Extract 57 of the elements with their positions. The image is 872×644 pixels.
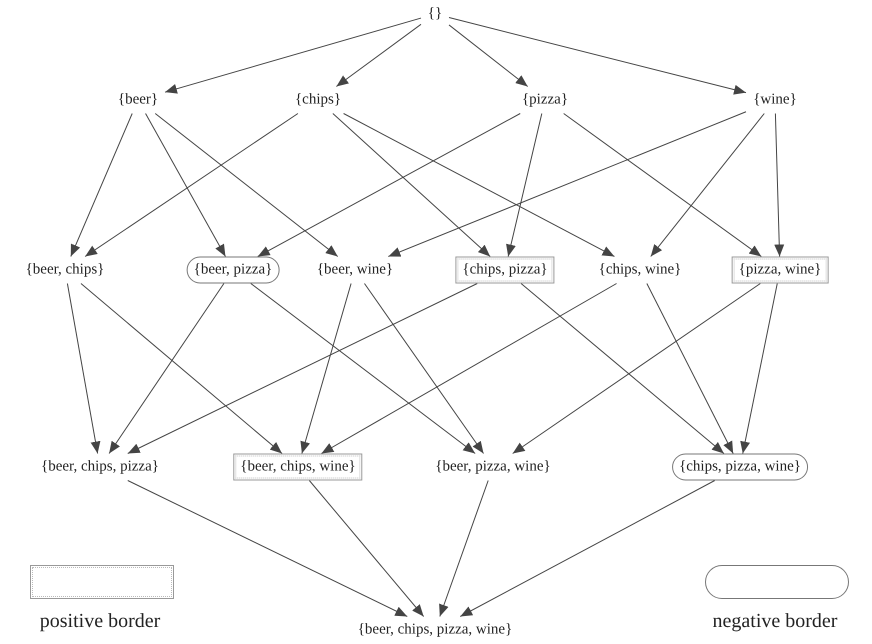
arrow — [70, 113, 133, 257]
arrow — [364, 283, 484, 454]
arrow — [439, 480, 489, 617]
arrow — [332, 113, 491, 257]
positive-border-box — [233, 454, 363, 480]
positive-border-box — [455, 256, 555, 284]
arrow — [257, 113, 521, 257]
itemset-label: {beer, chips, pizza} — [34, 454, 166, 480]
arrow — [506, 113, 542, 257]
arrow — [300, 283, 352, 454]
rounded-legend-sample — [705, 565, 849, 599]
legend-label: positive border — [40, 610, 160, 633]
arrow — [388, 111, 746, 257]
arrow — [80, 283, 283, 454]
arrow — [336, 24, 422, 87]
itemset-label: {beer, chips, wine} — [240, 458, 356, 474]
rectangle-legend-sample — [30, 565, 174, 599]
arrow — [250, 283, 476, 454]
arrow — [646, 283, 734, 454]
arrow — [320, 283, 618, 454]
arrow — [127, 283, 478, 454]
arrow — [740, 283, 778, 454]
arrow — [154, 113, 338, 257]
legend-label: negative border — [712, 610, 838, 633]
arrow — [650, 113, 765, 257]
itemset-label: {pizza} — [514, 86, 576, 114]
arrow — [145, 113, 226, 257]
itemset-label: {beer, chips, pizza, wine} — [350, 616, 520, 644]
arrow — [108, 283, 224, 454]
itemset-label: {beer, pizza} — [194, 262, 272, 278]
arrow — [343, 113, 615, 257]
arrow — [66, 283, 100, 454]
arrow — [308, 480, 424, 617]
arrow — [448, 17, 746, 95]
arrow — [563, 113, 762, 257]
itemset-label: {chips, wine} — [592, 256, 688, 284]
positive-border-box — [732, 256, 828, 284]
itemset-label: {wine} — [746, 86, 804, 114]
arrow — [164, 18, 422, 94]
negative-border-box — [186, 256, 280, 284]
itemset-label: {chips} — [288, 86, 348, 114]
arrow — [84, 113, 298, 257]
itemset-label: {chips, pizza} — [462, 262, 548, 278]
itemset-label: {beer, wine} — [310, 256, 400, 284]
arrow — [774, 113, 784, 257]
itemset-label: {beer, pizza, wine} — [428, 454, 558, 480]
itemset-label: {chips, pizza, wine} — [679, 458, 801, 474]
negative-border-box — [672, 454, 808, 480]
arrow — [512, 283, 761, 454]
itemset-label: {beer} — [110, 86, 166, 114]
arrow — [520, 283, 724, 454]
arrow — [460, 480, 716, 617]
itemset-label: {pizza, wine} — [738, 262, 822, 278]
itemset-label: {beer, chips} — [18, 256, 112, 284]
itemset-label: {} — [420, 0, 450, 28]
arrow — [127, 480, 408, 617]
arrow — [448, 24, 528, 87]
